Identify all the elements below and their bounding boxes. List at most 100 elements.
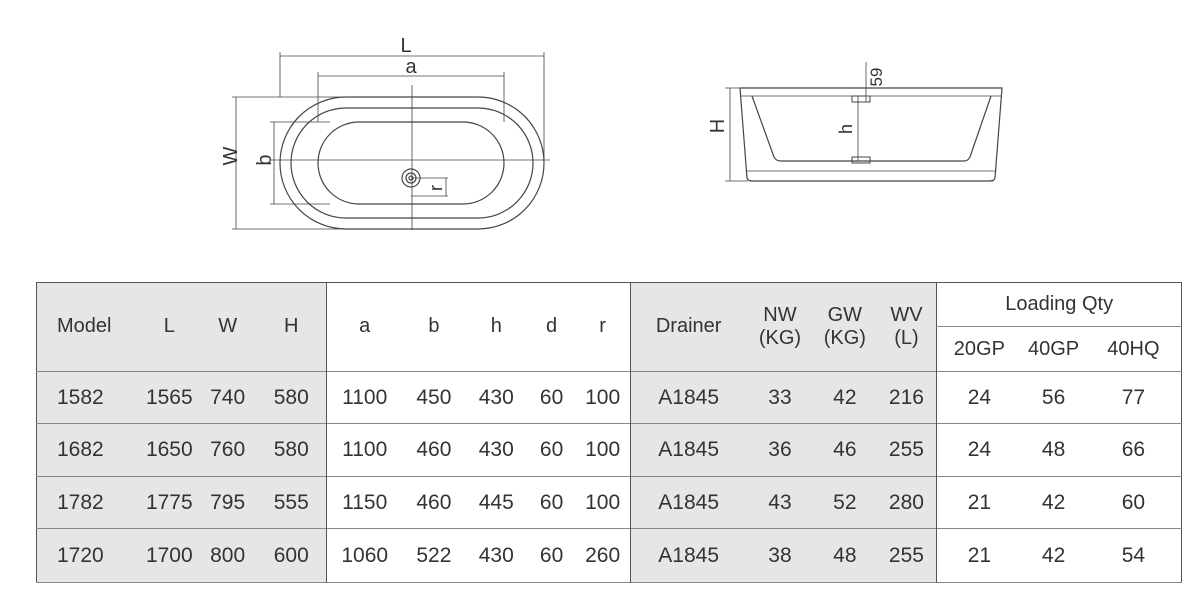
bathtub-technical-drawing: L a W b r H h 59: [220, 35, 1003, 230]
cell-d: 60: [527, 528, 576, 583]
cell-hq40: 77: [1085, 371, 1182, 424]
cell-gp20: 21: [936, 528, 1022, 583]
cell-r: 100: [575, 476, 631, 529]
cell-w: 800: [198, 528, 257, 583]
dim-label-L: L: [400, 35, 411, 57]
header-wv: WV(L): [876, 282, 937, 372]
dim-label-b: b: [254, 154, 276, 165]
dim-label-59: 59: [867, 68, 886, 87]
cell-h: 580: [256, 423, 327, 477]
header-nw: NW(KG): [746, 282, 814, 372]
header-H: H: [256, 282, 327, 372]
dim-label-a: a: [405, 56, 417, 78]
cell-h: 600: [256, 528, 327, 583]
cell-r: 100: [575, 371, 631, 424]
cell-h: 430: [465, 423, 528, 477]
cell-nw: 33: [746, 371, 814, 424]
cell-d: 60: [527, 423, 576, 477]
cell-h: 445: [465, 476, 528, 529]
header-40gp: 40GP: [1021, 326, 1086, 372]
cell-gp40: 48: [1021, 423, 1086, 477]
cell-l: 1700: [140, 528, 199, 583]
cell-nw: 43: [746, 476, 814, 529]
cell-w: 795: [198, 476, 257, 529]
cell-gw: 42: [813, 371, 877, 424]
header-W: W: [198, 282, 257, 372]
header-b: b: [402, 282, 466, 372]
cell-gp20: 24: [936, 371, 1022, 424]
cell-hq40: 66: [1085, 423, 1182, 477]
cell-gp40: 56: [1021, 371, 1086, 424]
table-header-row: Model L W H a b h d r Drainer NW(KG) GW(…: [36, 282, 1182, 372]
tub-side-outer: [739, 87, 1003, 182]
cell-r: 260: [575, 528, 631, 583]
tub-side-inner: [751, 95, 992, 162]
cell-d: 60: [527, 371, 576, 424]
dim-label-r: r: [426, 185, 446, 191]
cell-model: 1682: [36, 423, 141, 477]
cell-b: 460: [402, 423, 466, 477]
header-loading-qty: Loading Qty: [936, 282, 1182, 328]
table-subheader-row: 20GP 40GP 40HQ: [36, 326, 1182, 372]
top-view-drawing: [232, 52, 550, 230]
cell-a: 1100: [325, 423, 403, 477]
cell-drainer: A1845: [629, 528, 747, 583]
header-h: h: [465, 282, 528, 372]
header-a: a: [325, 282, 403, 372]
spec-table: Model L W H a b h d r Drainer NW(KG) GW(…: [36, 282, 1182, 583]
header-gw: GW(KG): [813, 282, 877, 372]
dim-label-W: W: [220, 146, 242, 165]
cell-w: 760: [198, 423, 257, 477]
cell-gw: 48: [813, 528, 877, 583]
cell-wv: 216: [876, 371, 937, 424]
cell-h: 580: [256, 371, 327, 424]
tub-basin-outline: [317, 121, 505, 205]
cell-h: 430: [465, 528, 528, 583]
header-r: r: [575, 282, 631, 372]
cell-l: 1775: [140, 476, 199, 529]
cell-gw: 52: [813, 476, 877, 529]
header-model: Model: [36, 282, 141, 372]
cell-a: 1100: [325, 371, 403, 424]
cell-wv: 255: [876, 528, 937, 583]
cell-h: 555: [256, 476, 327, 529]
cell-b: 522: [402, 528, 466, 583]
cell-drainer: A1845: [629, 476, 747, 529]
cell-l: 1650: [140, 423, 199, 477]
cell-w: 740: [198, 371, 257, 424]
cell-d: 60: [527, 476, 576, 529]
cell-nw: 36: [746, 423, 814, 477]
cell-gp20: 21: [936, 476, 1022, 529]
header-d: d: [527, 282, 576, 372]
cell-wv: 255: [876, 423, 937, 477]
cell-wv: 280: [876, 476, 937, 529]
cell-model: 1582: [36, 371, 141, 424]
header-L: L: [140, 282, 199, 372]
cell-a: 1060: [325, 528, 403, 583]
cell-a: 1150: [325, 476, 403, 529]
cell-drainer: A1845: [629, 423, 747, 477]
cell-gw: 46: [813, 423, 877, 477]
cell-model: 1782: [36, 476, 141, 529]
cell-gp20: 24: [936, 423, 1022, 477]
header-drainer: Drainer: [629, 282, 747, 372]
cell-gp40: 42: [1021, 528, 1086, 583]
cell-b: 460: [402, 476, 466, 529]
cell-nw: 38: [746, 528, 814, 583]
cell-b: 450: [402, 371, 466, 424]
cell-l: 1565: [140, 371, 199, 424]
cell-r: 100: [575, 423, 631, 477]
dim-label-H: H: [707, 119, 729, 133]
cell-h: 430: [465, 371, 528, 424]
side-view-drawing: [725, 62, 1003, 182]
cell-drainer: A1845: [629, 371, 747, 424]
cell-gp40: 42: [1021, 476, 1086, 529]
header-20gp: 20GP: [936, 326, 1022, 372]
cell-hq40: 60: [1085, 476, 1182, 529]
dim-label-h: h: [836, 124, 856, 134]
